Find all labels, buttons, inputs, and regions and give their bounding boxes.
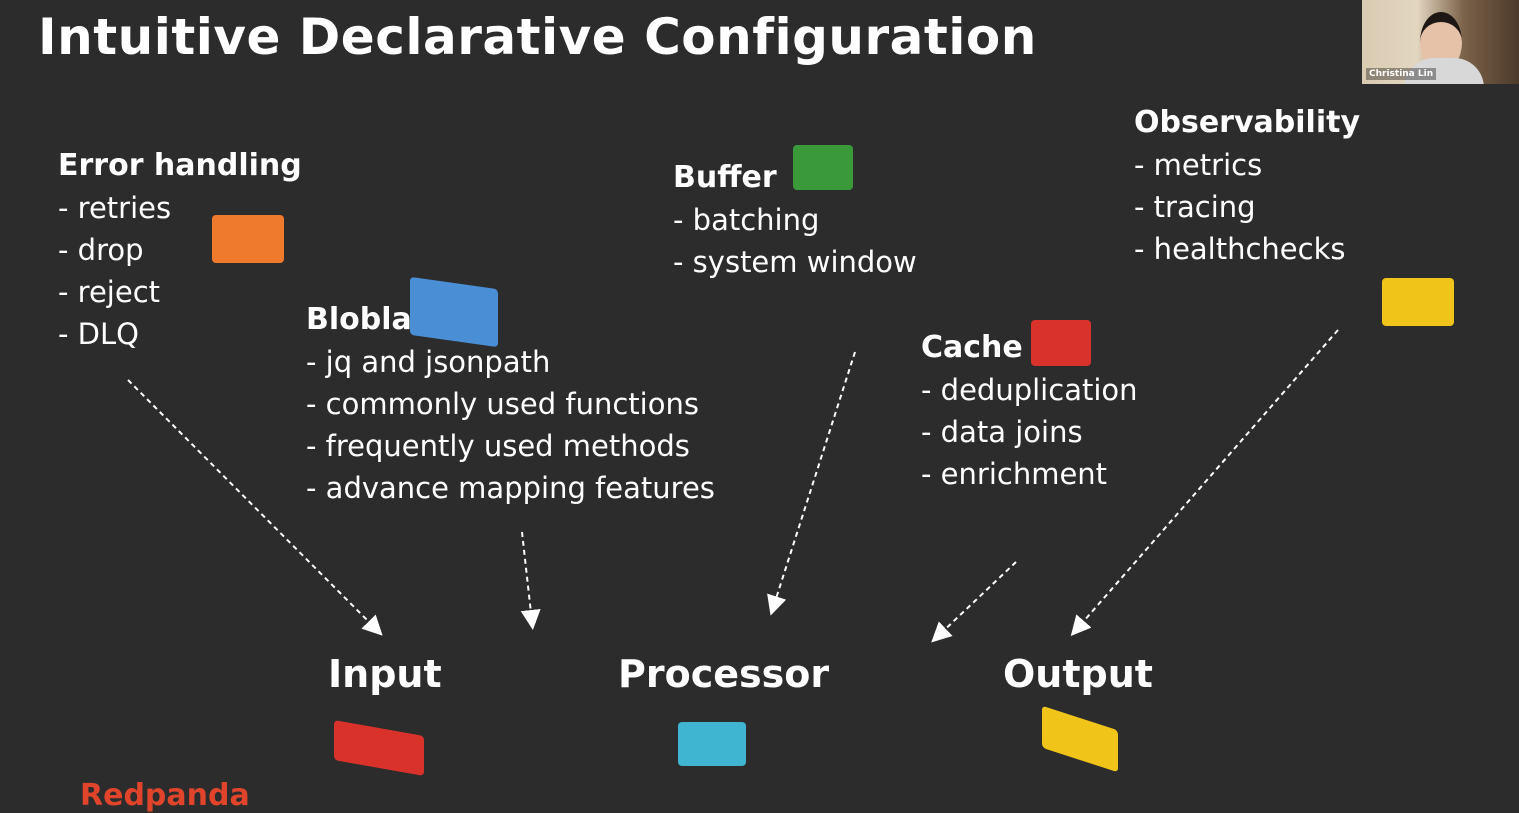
arrow-observability-to-output bbox=[1070, 329, 1339, 637]
list-item: - system window bbox=[673, 245, 917, 279]
buffer-block: Buffer - batching - system window bbox=[673, 157, 917, 283]
arrows-layer bbox=[127, 329, 1339, 643]
cache-heading: Cache bbox=[921, 330, 1023, 365]
list-item: - drop bbox=[58, 233, 144, 267]
buffer-heading: Buffer bbox=[673, 160, 777, 195]
error-handling-heading: Error handling bbox=[58, 148, 302, 183]
list-item: - jq and jsonpath bbox=[306, 345, 551, 379]
observability-block: Observability - metrics - tracing - heal… bbox=[1134, 102, 1360, 270]
list-item: - DLQ bbox=[58, 317, 139, 351]
list-item: - frequently used methods bbox=[306, 429, 690, 463]
red-brick-icon bbox=[1031, 320, 1091, 366]
list-item: - advance mapping features bbox=[306, 471, 715, 505]
processor-cyan-brick-icon bbox=[678, 722, 746, 766]
participant-video[interactable]: Christina Lin bbox=[1362, 0, 1519, 84]
list-item: - healthchecks bbox=[1134, 232, 1346, 266]
yellow-brick-icon bbox=[1382, 278, 1454, 326]
arrow-buffer-to-processor bbox=[767, 351, 856, 616]
list-item: - metrics bbox=[1134, 148, 1263, 182]
processor-label: Processor bbox=[618, 652, 830, 696]
list-item: - batching bbox=[673, 203, 820, 237]
participant-shirt bbox=[1404, 58, 1484, 84]
error-handling-block: Error handling - retries - drop - reject… bbox=[58, 145, 302, 355]
list-item: - data joins bbox=[921, 415, 1083, 449]
output-label: Output bbox=[1003, 652, 1153, 696]
bloblang-block: Bloblang - jq and jsonpath - commonly us… bbox=[306, 299, 715, 509]
arrow-bloblang-to-processor bbox=[520, 531, 541, 630]
list-item: - commonly used functions bbox=[306, 387, 699, 421]
participant-name: Christina Lin bbox=[1366, 68, 1437, 80]
arrow-error-to-input bbox=[127, 379, 383, 636]
list-item: - reject bbox=[58, 275, 161, 309]
observability-heading: Observability bbox=[1134, 105, 1360, 140]
slide-title: Intuitive Declarative Configuration bbox=[38, 8, 1037, 66]
list-item: - retries bbox=[58, 191, 172, 225]
list-item: - enrichment bbox=[921, 457, 1108, 491]
list-item: - deduplication bbox=[921, 373, 1138, 407]
orange-brick-icon bbox=[212, 215, 284, 263]
input-label: Input bbox=[328, 652, 442, 696]
cache-block: Cache - deduplication - data joins - enr… bbox=[921, 327, 1138, 495]
green-brick-icon bbox=[793, 145, 853, 190]
arrow-cache-to-processor bbox=[931, 561, 1017, 643]
list-item: - tracing bbox=[1134, 190, 1256, 224]
